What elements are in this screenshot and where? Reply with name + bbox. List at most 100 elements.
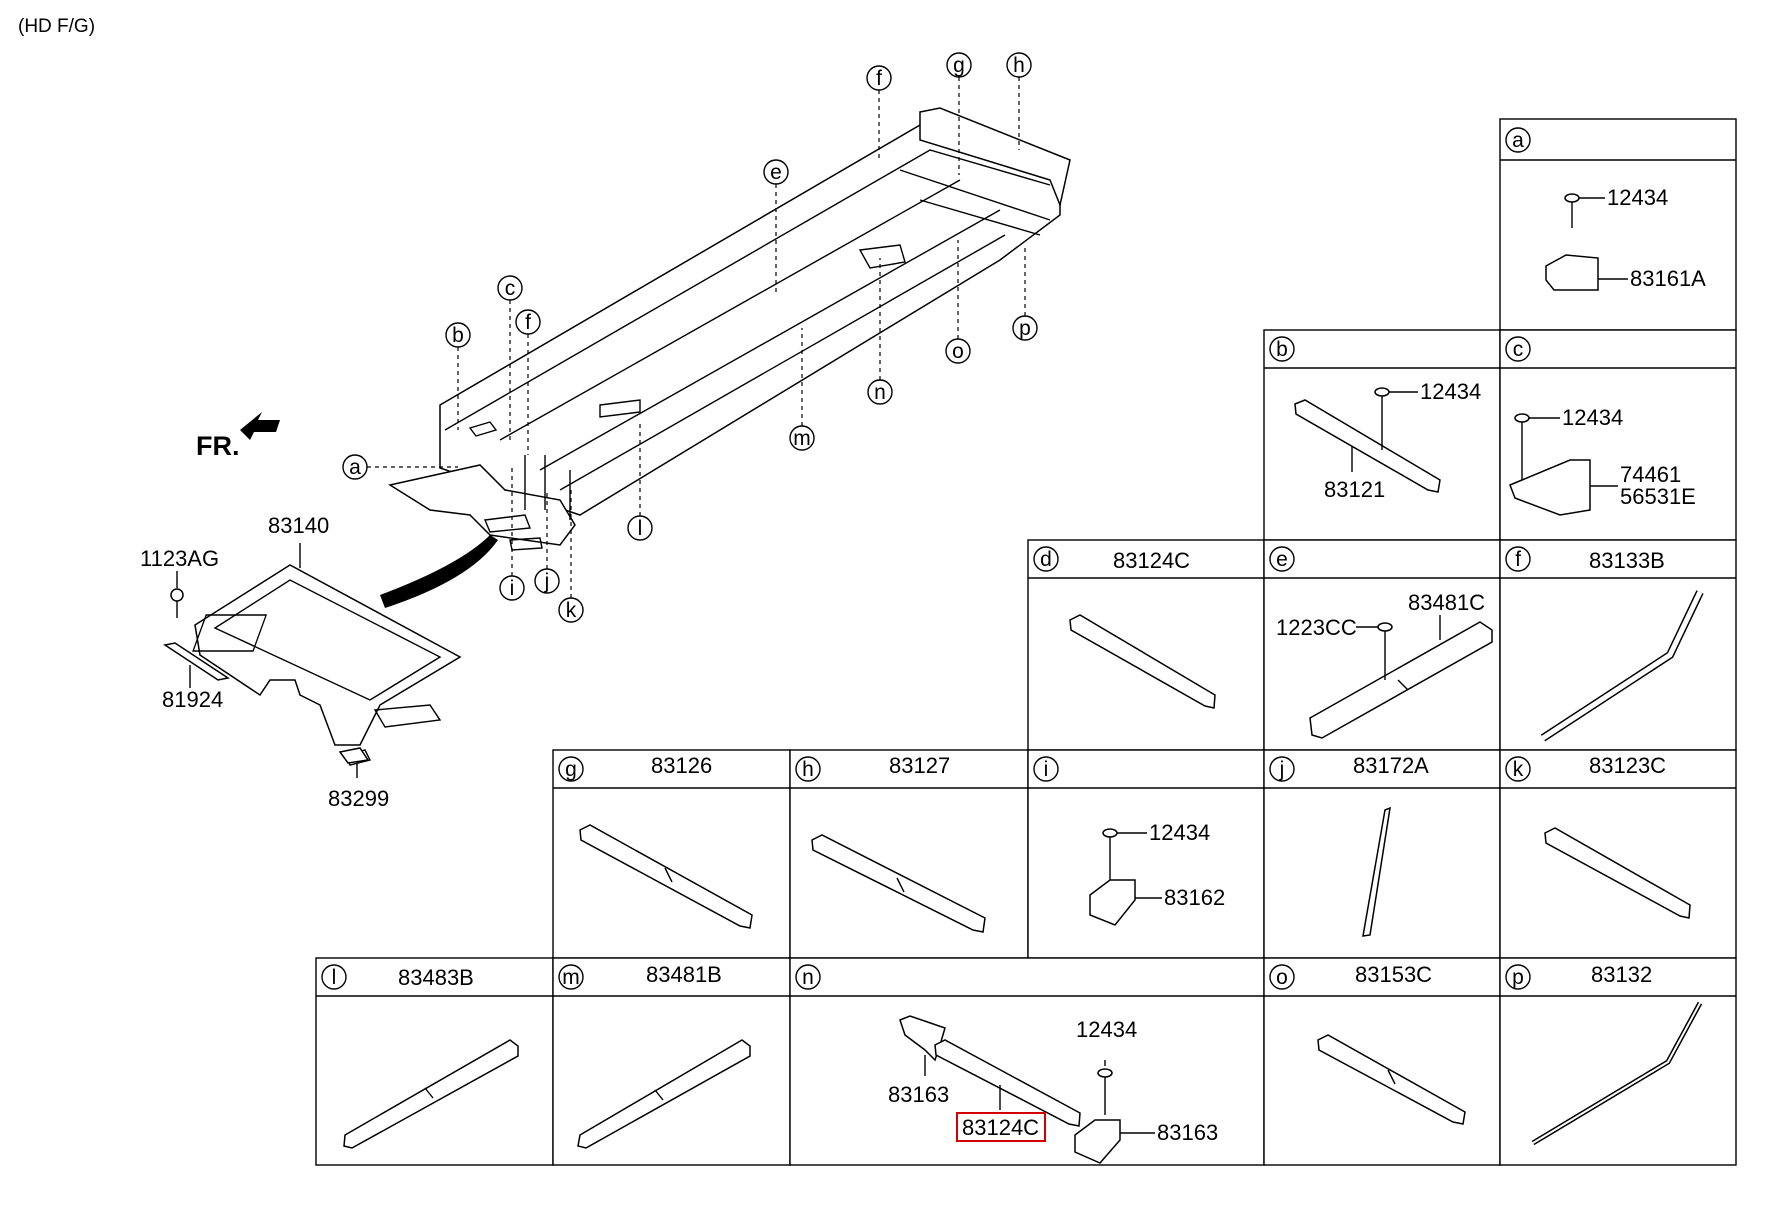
svg-text:o: o <box>952 340 964 363</box>
cell-e-label-83481C: 83481C <box>1408 590 1485 615</box>
svg-text:83481B: 83481B <box>646 962 722 987</box>
callout-p: p <box>1012 245 1038 341</box>
cell-c-part-drawing <box>1509 459 1591 516</box>
svg-text:83126: 83126 <box>651 753 712 778</box>
cell-i-label-12434: 12434 <box>1149 820 1210 845</box>
cell-b-label-12434: 12434 <box>1420 379 1481 404</box>
screw-icon <box>1097 1068 1113 1115</box>
cell-e-header: e <box>1269 546 1295 572</box>
callout-i: i <box>499 465 525 601</box>
svg-text:a: a <box>1512 129 1524 152</box>
cell-m-part-drawing <box>577 1039 751 1149</box>
svg-text:83127: 83127 <box>889 753 950 778</box>
cell-n-label-83124C: 83124C <box>962 1115 1039 1140</box>
label-pad-drawing <box>338 747 370 764</box>
curved-arrow-icon <box>380 535 498 608</box>
cell-c-header: c <box>1505 336 1531 362</box>
svg-text:g: g <box>565 758 577 781</box>
svg-text:i: i <box>510 577 515 600</box>
svg-text:l: l <box>332 966 337 989</box>
label-1123AG: 1123AG <box>140 546 219 571</box>
cell-a-header: a <box>1505 127 1531 153</box>
cell-j-part-drawing <box>1362 806 1391 937</box>
callout-n: n <box>867 258 893 405</box>
svg-text:c: c <box>505 277 516 300</box>
cell-n-part-drawing <box>934 1039 1081 1127</box>
svg-text:f: f <box>1515 548 1521 571</box>
cell-n-label-12434: 12434 <box>1076 1017 1137 1042</box>
svg-text:83133B: 83133B <box>1589 548 1665 573</box>
cell-o-part-drawing <box>1317 1034 1466 1125</box>
cell-c-label-74461: 74461 <box>1620 462 1681 487</box>
callout-m: m <box>789 328 815 451</box>
svg-text:n: n <box>874 381 886 404</box>
cell-e-part-drawing <box>1309 621 1493 739</box>
cell-j-header: j 83172A <box>1269 753 1429 782</box>
svg-text:a: a <box>349 456 361 479</box>
svg-text:j: j <box>544 570 550 593</box>
label-83140: 83140 <box>268 513 329 538</box>
cell-l-part-drawing <box>343 1039 519 1149</box>
front-marker-label: FR. <box>196 431 240 461</box>
callout-f-rear: f <box>866 65 892 160</box>
callout-l: l <box>627 420 653 541</box>
svg-text:k: k <box>1513 758 1524 781</box>
svg-text:e: e <box>770 161 782 184</box>
callout-b: b <box>445 322 471 430</box>
cell-g-part-drawing <box>579 824 753 929</box>
cell-i-part-drawing <box>1089 879 1136 926</box>
callout-a: a <box>342 454 458 480</box>
trim-strip-drawing <box>163 642 230 681</box>
svg-text:h: h <box>802 758 814 781</box>
cell-d-header: d 83124C <box>1033 546 1190 573</box>
cell-c-label-12434: 12434 <box>1562 405 1623 430</box>
svg-text:p: p <box>1019 317 1031 340</box>
svg-text:83123C: 83123C <box>1589 753 1666 778</box>
callout-h: h <box>1006 52 1032 150</box>
svg-text:83172A: 83172A <box>1353 753 1429 778</box>
svg-text:m: m <box>793 427 811 450</box>
cell-n-header: n <box>795 964 821 990</box>
svg-text:f: f <box>525 311 531 334</box>
cell-m-header: m 83481B <box>558 962 722 990</box>
svg-text:b: b <box>452 324 464 347</box>
callout-k: k <box>558 490 584 623</box>
screw-icon <box>1564 193 1580 228</box>
cell-g-header: g 83126 <box>558 753 712 782</box>
front-arrow-icon <box>240 412 280 440</box>
svg-text:h: h <box>1013 54 1025 77</box>
cell-a-label-83161A: 83161A <box>1630 266 1706 291</box>
cell-n-label-83163-right: 83163 <box>1157 1120 1218 1145</box>
cell-i-header: i <box>1033 756 1059 782</box>
cell-n-clip-drawing <box>1074 1119 1121 1164</box>
cell-b-header: b <box>1269 336 1295 362</box>
cell-a-part-drawing <box>1545 254 1599 291</box>
callout-e: e <box>763 159 789 295</box>
cell-e-label-1223CC: 1223CC <box>1276 615 1357 640</box>
svg-text:o: o <box>1276 966 1288 989</box>
svg-text:j: j <box>1279 758 1285 781</box>
svg-text:83124C: 83124C <box>1113 548 1190 573</box>
cell-n-label-83163-left: 83163 <box>888 1082 949 1107</box>
parts-table <box>315 118 1737 1166</box>
highlight-box <box>956 1112 1046 1142</box>
svg-text:m: m <box>562 966 580 989</box>
cell-c-label-56531E: 56531E <box>1620 484 1696 509</box>
svg-text:k: k <box>566 599 577 622</box>
svg-text:83483B: 83483B <box>398 965 474 990</box>
callout-f-front: f <box>515 309 541 455</box>
svg-text:l: l <box>638 517 643 540</box>
cell-b-part-drawing <box>1294 399 1441 493</box>
cell-d-part-drawing <box>1069 614 1216 709</box>
cell-a-label-12434: 12434 <box>1607 185 1668 210</box>
svg-text:c: c <box>1513 338 1524 361</box>
svg-text:e: e <box>1276 548 1288 571</box>
callout-g: g <box>946 52 972 175</box>
svg-text:d: d <box>1040 548 1052 571</box>
callout-j: j <box>534 490 560 594</box>
cell-b-label-83121: 83121 <box>1324 477 1385 502</box>
floor-assembly-drawing <box>388 107 1071 551</box>
